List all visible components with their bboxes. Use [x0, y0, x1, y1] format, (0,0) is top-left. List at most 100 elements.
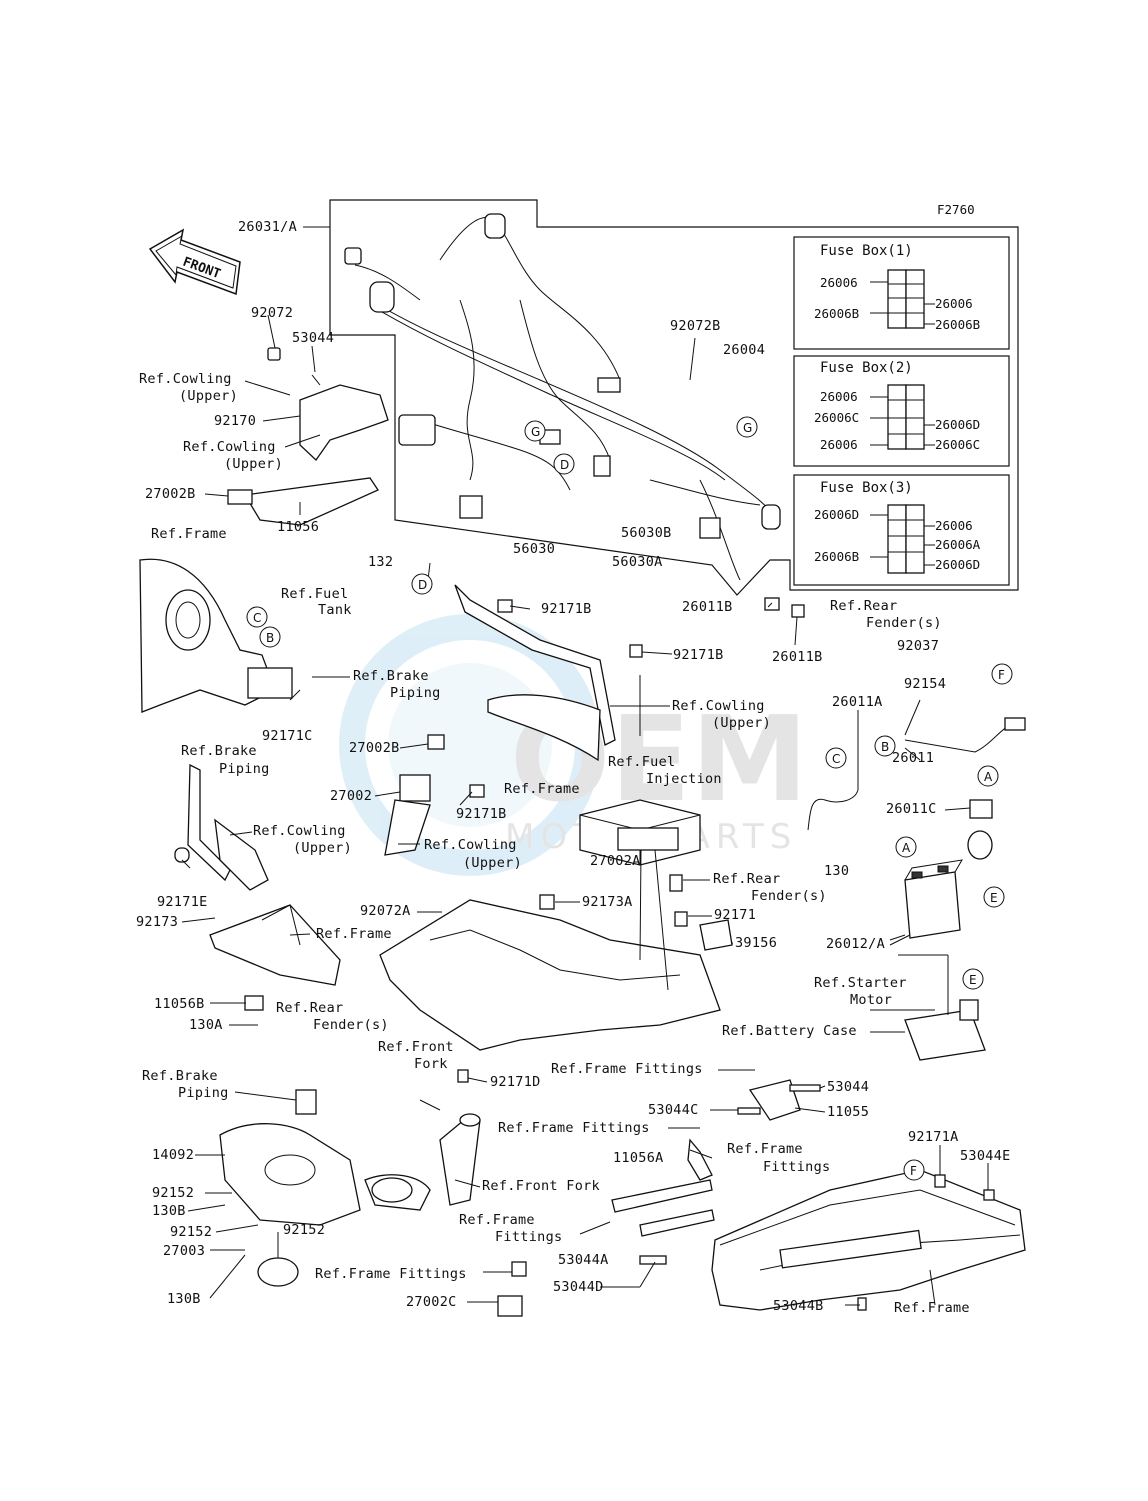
callout-f-icon: F: [991, 663, 1013, 685]
label-92152: 92152: [283, 1222, 325, 1238]
front-fork-assembly: [219, 1069, 527, 1317]
label-92173a: 92173A: [582, 894, 633, 910]
callout-b-icon: B: [259, 626, 281, 648]
label-ref-rear-fender: Ref.Rear: [830, 598, 897, 614]
label-26012a: 26012/A: [826, 936, 885, 952]
label-ref-starter-motor: Ref.Starter: [814, 975, 907, 991]
label-ref-frame-fittings: Ref.Frame Fittings: [315, 1266, 467, 1282]
label-14092: 14092: [152, 1147, 194, 1163]
label-92170: 92170: [214, 413, 256, 429]
label-53044: 53044: [827, 1079, 869, 1095]
fuse-box-3-left-0: 26006D: [814, 507, 859, 522]
label-92171d: 92171D: [490, 1074, 541, 1090]
label-130a: 130A: [189, 1017, 223, 1033]
fuse-box-2-left-1: 26006C: [814, 410, 859, 425]
svg-text:F: F: [910, 1164, 917, 1178]
label-92072b: 92072B: [670, 318, 721, 334]
label-130b: 130B: [167, 1291, 201, 1307]
label-53044a: 53044A: [558, 1252, 609, 1268]
label-ref-frame: Ref.Frame: [151, 526, 227, 542]
label-27003: 27003: [163, 1243, 205, 1259]
fuse-box-3-title: Fuse Box(3): [820, 480, 913, 496]
label-ref-brake-piping: Ref.Brake: [181, 743, 257, 759]
svg-text:B: B: [266, 631, 274, 645]
callout-g-icon: G: [524, 420, 546, 442]
sensor-leads: [807, 717, 1026, 831]
fuse-box-1-right-0: 26006: [935, 296, 973, 311]
label-ref-brake-piping: Ref.Brake: [142, 1068, 218, 1084]
label-ref-frame-fittings: Ref.Frame: [727, 1141, 803, 1157]
label-92171b: 92171B: [541, 601, 592, 617]
label-ref-battery-case: Ref.Battery Case: [722, 1023, 857, 1039]
label-ref-brake-piping-sub: Piping: [390, 685, 441, 701]
label-11055: 11055: [827, 1104, 869, 1120]
rear-frame: [611, 1079, 1026, 1311]
middle-stay: [454, 584, 643, 762]
label-92171a: 92171A: [908, 1129, 959, 1145]
fuse-box-1-title: Fuse Box(1): [820, 243, 913, 259]
label-92154: 92154: [904, 676, 946, 692]
label-ref-cowling-upper: Ref.Cowling: [672, 698, 765, 714]
fuse-box-3: Fuse Box(3) 26006D 26006B 26006 26006A 2…: [793, 474, 1010, 586]
callout-g-icon: G: [736, 416, 758, 438]
label-27002c: 27002C: [406, 1294, 457, 1310]
label-ref-brake-piping-sub: Piping: [219, 761, 270, 777]
label-ref-fuel-injection-sub: Injection: [646, 771, 722, 787]
label-56030a: 56030A: [612, 554, 663, 570]
svg-text:C: C: [832, 752, 840, 766]
label-ref-brake-piping: Ref.Brake: [353, 668, 429, 684]
label-ref-starter-motor-sub: Motor: [850, 992, 892, 1008]
label-92152: 92152: [152, 1185, 194, 1201]
label-ref-fuel-tank-sub: Tank: [318, 602, 352, 618]
callout-e-icon: E: [983, 886, 1005, 908]
callout-c-icon: C: [246, 606, 268, 628]
relay-cluster: [384, 734, 485, 856]
label-11056b: 11056B: [154, 996, 205, 1012]
callout-e-icon: E: [962, 968, 984, 990]
label-26011c: 26011C: [886, 801, 937, 817]
label-ref-cowling-upper-sub: (Upper): [712, 715, 771, 731]
svg-text:E: E: [969, 973, 977, 987]
diagram-code: F2760: [937, 202, 975, 217]
fuse-box-2-left-2: 26006: [820, 437, 858, 452]
under-tray: [379, 874, 733, 1051]
label-ref-rear-fender: Ref.Rear: [713, 871, 780, 887]
label-92171e: 92171E: [157, 894, 208, 910]
label-53044d: 53044D: [553, 1279, 604, 1295]
callout-f-icon: F: [903, 1159, 925, 1181]
label-ref-frame-fittings-sub: Fittings: [763, 1159, 830, 1175]
label-ref-fuel-injection: Ref.Fuel: [608, 754, 675, 770]
svg-text:G: G: [743, 421, 752, 435]
callout-a-icon: A: [895, 836, 917, 858]
fuse-box-3-right-1: 26006A: [935, 537, 981, 552]
label-ref-cowling-upper: Ref.Cowling: [424, 837, 517, 853]
label-ref-frame-fittings: Ref.Frame Fittings: [498, 1120, 650, 1136]
wire-harness: [344, 213, 805, 618]
label-26011: 26011: [892, 750, 934, 766]
label-ref-cowling-upper-sub: (Upper): [293, 840, 352, 856]
label-92072: 92072: [251, 305, 293, 321]
fuse-box-2-right-0: 26006D: [935, 417, 980, 432]
svg-text:D: D: [560, 458, 569, 472]
label-ref-frame-fittings: Ref.Frame Fittings: [551, 1061, 703, 1077]
battery: [904, 799, 993, 939]
label-ref-frame: Ref.Frame: [316, 926, 392, 942]
fuse-box-1-right-1: 26006B: [935, 317, 980, 332]
fuse-box-1: Fuse Box(1) 26006 26006B 26006 26006B: [793, 236, 1010, 350]
label-ref-cowling-upper: Ref.Cowling: [139, 371, 232, 387]
label-11056: 11056: [277, 519, 319, 535]
label-56030: 56030: [513, 541, 555, 557]
label-ref-front-fork: Ref.Front Fork: [482, 1178, 600, 1194]
svg-text:B: B: [881, 740, 889, 754]
fuse-box-1-left-1: 26006B: [814, 306, 859, 321]
label-ref-brake-piping-sub: Piping: [178, 1085, 229, 1101]
label-ref-frame: Ref.Frame: [504, 781, 580, 797]
label-56030b: 56030B: [621, 525, 672, 541]
svg-text:F: F: [998, 668, 1005, 682]
fuse-box-3-left-1: 26006B: [814, 549, 859, 564]
frame-left-outline: [139, 558, 293, 713]
label-92072a: 92072A: [360, 903, 411, 919]
label-26011b: 26011B: [772, 649, 823, 665]
label-ref-cowling-upper-sub: (Upper): [463, 855, 522, 871]
